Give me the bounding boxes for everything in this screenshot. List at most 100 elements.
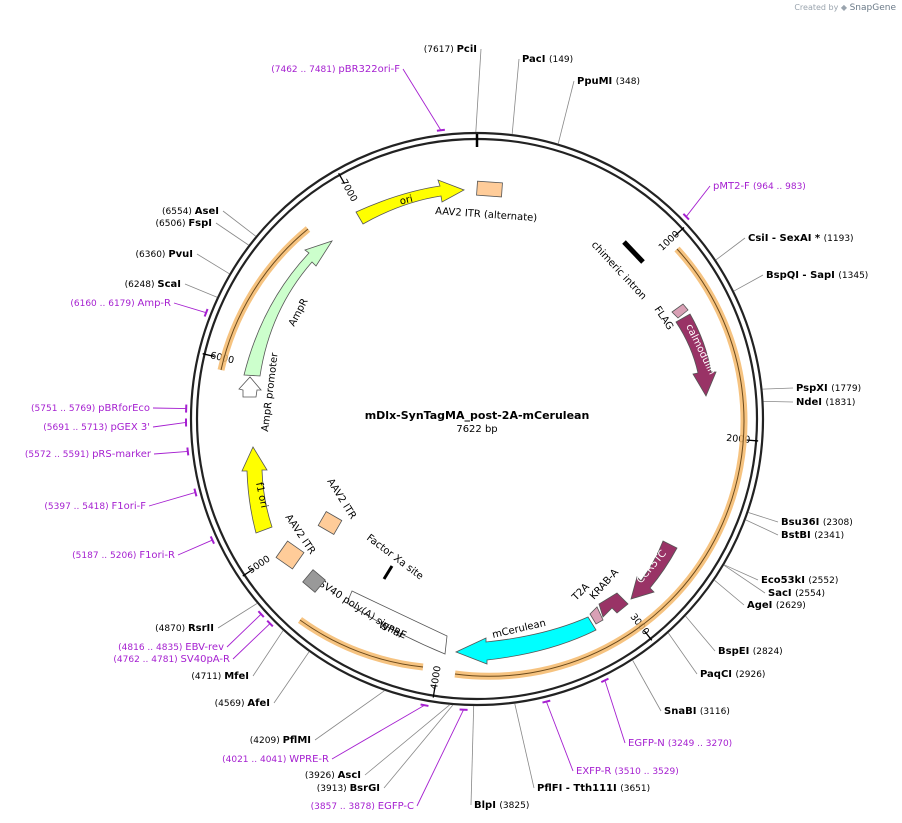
enzyme-site-saci[interactable]: SacI (2554) — [768, 588, 825, 599]
enzyme-site-pcii[interactable]: (7617) PciI — [424, 44, 477, 55]
enzyme-position: (4711) — [191, 672, 224, 682]
tick-mark-4000 — [432, 685, 436, 698]
enzyme-site-bspei[interactable]: BspEI (2824) — [718, 646, 783, 657]
enzyme-leader-asci — [364, 704, 451, 776]
enzyme-position: (2341) — [814, 531, 844, 541]
enzyme-site-asei[interactable]: (6554) AseI — [162, 206, 219, 217]
enzyme-name: FspI — [188, 218, 212, 229]
enzyme-site-bstbi[interactable]: BstBI (2341) — [781, 530, 844, 541]
enzyme-leader-csii-sexai — [715, 237, 746, 261]
enzyme-name: PvuI — [168, 249, 193, 260]
enzyme-site-scai[interactable]: (6248) ScaI — [125, 279, 181, 290]
tick-mark-6000 — [202, 353, 215, 358]
enzyme-position: (2926) — [736, 670, 766, 680]
primer-prs-marker[interactable]: (5572 .. 5591) pRS-marker — [25, 449, 152, 460]
enzyme-leader-bstbi — [745, 519, 779, 536]
enzyme-leader-paqci — [667, 632, 698, 675]
feature-aav2-itr-1-box — [275, 540, 305, 570]
enzyme-site-csii-sexai[interactable]: CsiI - SexAI * (1193) — [748, 233, 854, 244]
primer-pbrforeco[interactable]: (5751 .. 5769) pBRforEco — [31, 403, 150, 414]
primer-name: EXFP-R — [576, 766, 614, 777]
primer-wpre-r[interactable]: (4021 .. 4041) WPRE-R — [222, 754, 329, 765]
enzyme-name: BspEI — [718, 646, 753, 657]
primer-exfp-r[interactable]: EXFP-R (3510 .. 3529) — [576, 766, 679, 777]
primer-pbr322ori-f[interactable]: (7462 .. 7481) pBR322ori-F — [271, 64, 400, 75]
enzyme-site-bspqi-sapi[interactable]: BspQI - SapI (1345) — [766, 270, 868, 281]
primer-leader-pmt2-f — [685, 185, 711, 217]
primer-marks — [184, 128, 690, 711]
label-leaders — [148, 48, 794, 807]
enzyme-name: PspXI — [796, 383, 831, 394]
enzyme-name: PaqCI — [700, 669, 736, 680]
primer-name: F1ori-F — [112, 501, 147, 512]
primer-pmt2-f[interactable]: pMT2-F (964 .. 983) — [713, 181, 806, 192]
enzyme-site-rsrii[interactable]: (4870) RsrII — [155, 623, 214, 634]
primer-f1ori-f[interactable]: (5397 .. 5418) F1ori-F — [44, 501, 146, 512]
primer-egfp-n[interactable]: EGFP-N (3249 .. 3270) — [628, 738, 732, 749]
primer-leader-egfp-n — [604, 680, 626, 744]
features: ori AAV2 ITR (alternate) chimeric intron… — [238, 179, 717, 665]
enzyme-site-agei[interactable]: AgeI (2629) — [747, 600, 806, 611]
enzyme-site-eco53ki[interactable]: Eco53kI (2552) — [761, 575, 838, 586]
enzyme-site-pspxi[interactable]: PspXI (1779) — [796, 383, 861, 394]
primer-name: EGFP-C — [378, 801, 414, 812]
enzyme-site-ndei[interactable]: NdeI (1831) — [796, 397, 855, 408]
feature-flag-arrow — [671, 303, 689, 319]
primer-mark-wpre-r — [420, 703, 429, 707]
feature-aav2-itr-2-box — [317, 511, 343, 535]
primer-egfp-c[interactable]: (3857 .. 3878) EGFP-C — [311, 801, 414, 812]
feature-krab-a-arrow — [598, 592, 629, 618]
enzyme-leader-bspqi-sapi — [733, 274, 764, 292]
feature-aav2-itr-alternate-box — [476, 180, 503, 198]
primer-name: Amp-R — [138, 298, 172, 309]
enzyme-leader-asei — [222, 210, 256, 237]
enzyme-position: (6554) — [162, 207, 195, 217]
primer-pgex-3[interactable]: (5691 .. 5713) pGEX 3' — [43, 422, 150, 433]
feature-ccr5tc-arrow — [630, 540, 678, 600]
enzyme-site-blpi[interactable]: BlpI (3825) — [474, 800, 529, 811]
enzyme-name: NdeI — [796, 397, 826, 408]
enzyme-leader-snabi — [632, 659, 662, 712]
primer-f1ori-r[interactable]: (5187 .. 5206) F1ori-R — [72, 550, 175, 561]
enzyme-site-pvui[interactable]: (6360) PvuI — [136, 249, 193, 260]
primer-amp-r[interactable]: (6160 .. 6179) Amp-R — [70, 298, 171, 309]
enzyme-site-fspi[interactable]: (6506) FspI — [156, 218, 212, 229]
enzyme-position: (1193) — [824, 234, 854, 244]
enzyme-site-asci[interactable]: (3926) AscI — [305, 770, 361, 781]
enzyme-name: AseI — [195, 206, 219, 217]
tick-label-7000: 7000 — [338, 177, 359, 203]
feature-chimeric-intron-label: chimeric intron — [589, 240, 649, 303]
enzyme-site-paqci[interactable]: PaqCI (2926) — [700, 669, 765, 680]
enzyme-site-pflmi[interactable]: (4209) PflMI — [250, 735, 311, 746]
enzyme-position: (1345) — [838, 271, 868, 281]
enzyme-labels: (7617) PciI PacI (149) PpuMI (348) CsiI - S… — [125, 44, 869, 811]
enzyme-name: SnaBI — [664, 706, 700, 717]
credit-brand: SnapGene — [849, 3, 896, 13]
enzyme-name: PciI — [457, 44, 477, 55]
enzyme-site-ppumi[interactable]: PpuMI (348) — [577, 76, 640, 87]
primer-labels: (7462 .. 7481) pBR322ori-F pMT2-F (964 ..… — [25, 64, 806, 812]
enzyme-position: (3825) — [499, 801, 529, 811]
primer-leader-sv40pa-r — [232, 623, 271, 660]
enzyme-position: (7617) — [424, 45, 457, 55]
feature-factor-xa-label: Factor Xa site — [364, 533, 425, 583]
enzyme-site-bsrgi[interactable]: (3913) BsrGI — [317, 783, 380, 794]
primer-range: (5751 .. 5769) — [31, 404, 98, 414]
enzyme-site-afei[interactable]: (4569) AfeI — [215, 698, 270, 709]
primer-range: (7462 .. 7481) — [271, 65, 338, 75]
primer-ebv-rev[interactable]: (4816 .. 4835) EBV-rev — [118, 642, 224, 653]
enzyme-site-paci[interactable]: PacI (149) — [522, 54, 573, 65]
primer-name: pRS-marker — [92, 449, 152, 460]
primer-sv40pa-r[interactable]: (4762 .. 4781) SV40pA-R — [113, 654, 230, 665]
enzyme-site-snabi[interactable]: SnaBI (3116) — [664, 706, 730, 717]
enzyme-site-bsu36i[interactable]: Bsu36I (2308) — [781, 517, 853, 528]
tick-mark-3000 — [643, 630, 653, 641]
primer-mark-egfp-n — [600, 677, 609, 684]
enzyme-site-mfei[interactable]: (4711) MfeI — [191, 671, 249, 682]
enzyme-leader-pflmi — [314, 690, 385, 741]
feature-ori-label: ori — [399, 194, 414, 208]
enzyme-leader-pvui — [196, 253, 230, 275]
primer-mark-exfp-r — [542, 699, 551, 704]
primer-range: (3857 .. 3878) — [311, 802, 378, 812]
enzyme-site-pflfi-tth111i[interactable]: PflFI - Tth111I (3651) — [537, 783, 650, 794]
